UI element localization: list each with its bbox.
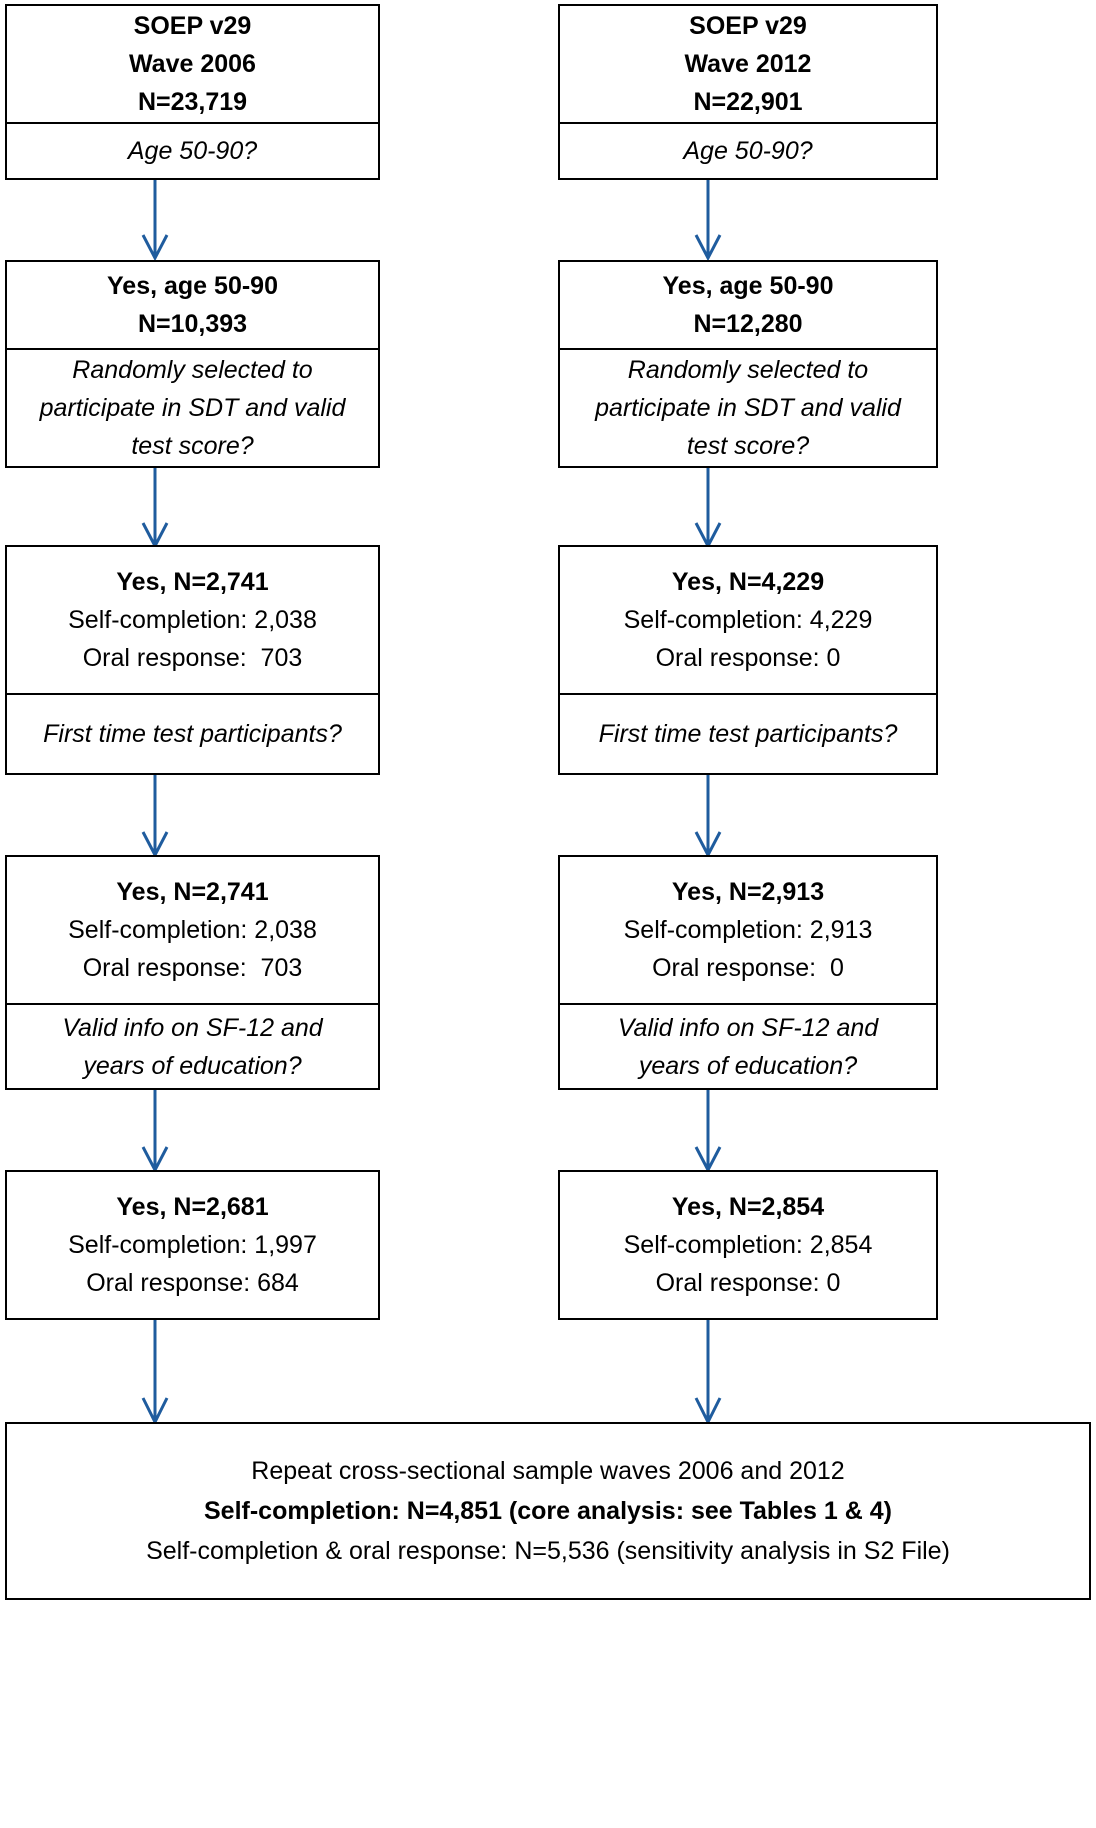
text-line: years of education?: [83, 1051, 302, 1080]
text-line: Repeat cross-sectional sample waves 2006…: [251, 1457, 845, 1485]
node-right-stage-1-question: Age 50-90?: [560, 122, 936, 178]
text-line: N=10,393: [137, 310, 248, 338]
node-right-stage-2: Yes, age 50-90 N=12,280 Randomly selecte…: [558, 260, 938, 468]
node-left-stage-3: Yes, N=2,741 Self-completion: 2,038 Oral…: [5, 545, 380, 775]
text-line: Yes, age 50-90: [107, 272, 278, 300]
text-line: Self-completion: N=4,851 (core analysis:…: [203, 1497, 892, 1525]
text-line: Self-completion: 2,913: [623, 916, 873, 944]
node-left-stage-1-question: Age 50-90?: [7, 122, 378, 178]
node-right-stage-2-result: Yes, age 50-90 N=12,280: [560, 262, 936, 348]
node-left-stage-2: Yes, age 50-90 N=10,393 Randomly selecte…: [5, 260, 380, 468]
node-right-stage-3: Yes, N=4,229 Self-completion: 4,229 Oral…: [558, 545, 938, 775]
text-line: N=23,719: [137, 88, 248, 116]
arrow-left-4: [140, 1090, 170, 1174]
text-line: Oral response: 703: [82, 954, 303, 982]
node-left-stage-3-question: First time test participants?: [7, 693, 378, 773]
arrow-right-2: [693, 468, 723, 550]
text-line: Yes, N=2,741: [116, 568, 269, 596]
arrow-left-2: [140, 468, 170, 550]
node-right-stage-1: SOEP v29 Wave 2012 N=22,901 Age 50-90?: [558, 4, 938, 180]
text-line: Yes, N=2,741: [116, 878, 269, 906]
node-left-stage-4-question: Valid info on SF-12 and years of educati…: [7, 1003, 378, 1088]
node-right-stage-5: Yes, N=2,854 Self-completion: 2,854 Oral…: [558, 1170, 938, 1320]
arrow-left-final: [140, 1320, 170, 1426]
text-line: years of education?: [638, 1051, 858, 1080]
text-line: Yes, N=2,913: [671, 878, 825, 906]
text-line: Age 50-90?: [127, 137, 258, 165]
text-line: participate in SDT and valid: [595, 394, 901, 422]
text-line: Randomly selected to: [72, 356, 313, 384]
node-right-stage-4-question: Valid info on SF-12 and years of educati…: [560, 1003, 936, 1088]
node-left-stage-2-question: Randomly selected to participate in SDT …: [7, 348, 378, 466]
arrow-right-4: [693, 1090, 723, 1174]
text-line: Oral response: 0: [655, 644, 841, 672]
node-left-stage-5-result: Yes, N=2,681 Self-completion: 1,997 Oral…: [7, 1172, 378, 1318]
text-line: Oral response: 703: [82, 644, 303, 672]
text-line: test score?: [686, 432, 810, 460]
arrow-left-1: [140, 180, 170, 262]
text-line: Age 50-90?: [683, 137, 813, 165]
node-right-stage-3-result: Yes, N=4,229 Self-completion: 4,229 Oral…: [560, 547, 936, 693]
node-left-stage-4: Yes, N=2,741 Self-completion: 2,038 Oral…: [5, 855, 380, 1090]
node-right-stage-2-question: Randomly selected to participate in SDT …: [560, 348, 936, 466]
text-line: Oral response: 0: [655, 1269, 841, 1297]
text-line: Self-completion: 2,854: [623, 1231, 873, 1259]
text-line: Valid info on SF-12 and: [617, 1013, 879, 1042]
node-right-stage-4-result: Yes, N=2,913 Self-completion: 2,913 Oral…: [560, 857, 936, 1003]
node-final-summary-text: Repeat cross-sectional sample waves 2006…: [7, 1424, 1089, 1598]
text-line: Oral response: 684: [86, 1269, 299, 1297]
node-final-summary: Repeat cross-sectional sample waves 2006…: [5, 1422, 1091, 1600]
node-left-stage-1: SOEP v29 Wave 2006 N=23,719 Age 50-90?: [5, 4, 380, 180]
text-line: Self-completion: 4,229: [623, 606, 873, 634]
text-line: participate in SDT and valid: [39, 394, 346, 422]
node-right-stage-5-result: Yes, N=2,854 Self-completion: 2,854 Oral…: [560, 1172, 936, 1318]
node-left-stage-4-result: Yes, N=2,741 Self-completion: 2,038 Oral…: [7, 857, 378, 1003]
node-left-stage-3-result: Yes, N=2,741 Self-completion: 2,038 Oral…: [7, 547, 378, 693]
node-left-stage-1-result: SOEP v29 Wave 2006 N=23,719: [7, 6, 378, 122]
arrow-left-3: [140, 775, 170, 859]
node-left-stage-5: Yes, N=2,681 Self-completion: 1,997 Oral…: [5, 1170, 380, 1320]
node-right-stage-4: Yes, N=2,913 Self-completion: 2,913 Oral…: [558, 855, 938, 1090]
text-line: SOEP v29: [689, 12, 807, 40]
text-line: Self-completion: 2,038: [68, 606, 317, 634]
arrow-right-3: [693, 775, 723, 859]
text-line: Wave 2006: [129, 50, 256, 78]
text-line: Yes, N=4,229: [671, 568, 825, 596]
text-line: Valid info on SF-12 and: [62, 1013, 323, 1042]
text-line: First time test participants?: [43, 720, 342, 748]
arrow-right-1: [693, 180, 723, 262]
node-right-stage-3-question: First time test participants?: [560, 693, 936, 773]
text-line: N=12,280: [693, 310, 803, 338]
node-right-stage-1-result: SOEP v29 Wave 2012 N=22,901: [560, 6, 936, 122]
text-line: Self-completion: 1,997: [68, 1231, 317, 1259]
text-line: SOEP v29: [133, 12, 252, 40]
text-line: Randomly selected to: [627, 356, 869, 384]
node-left-stage-2-result: Yes, age 50-90 N=10,393: [7, 262, 378, 348]
text-line: N=22,901: [693, 88, 803, 116]
text-line: test score?: [131, 432, 254, 460]
text-line: Self-completion & oral response: N=5,536…: [146, 1537, 950, 1565]
text-line: Yes, N=2,854: [671, 1193, 825, 1221]
text-line: Self-completion: 2,038: [68, 916, 317, 944]
text-line: First time test participants?: [598, 720, 898, 748]
text-line: Yes, N=2,681: [116, 1193, 269, 1221]
text-line: Wave 2012: [684, 50, 812, 78]
arrow-right-final: [693, 1320, 723, 1426]
text-line: Oral response: 0: [652, 954, 844, 982]
text-line: Yes, age 50-90: [662, 272, 834, 300]
